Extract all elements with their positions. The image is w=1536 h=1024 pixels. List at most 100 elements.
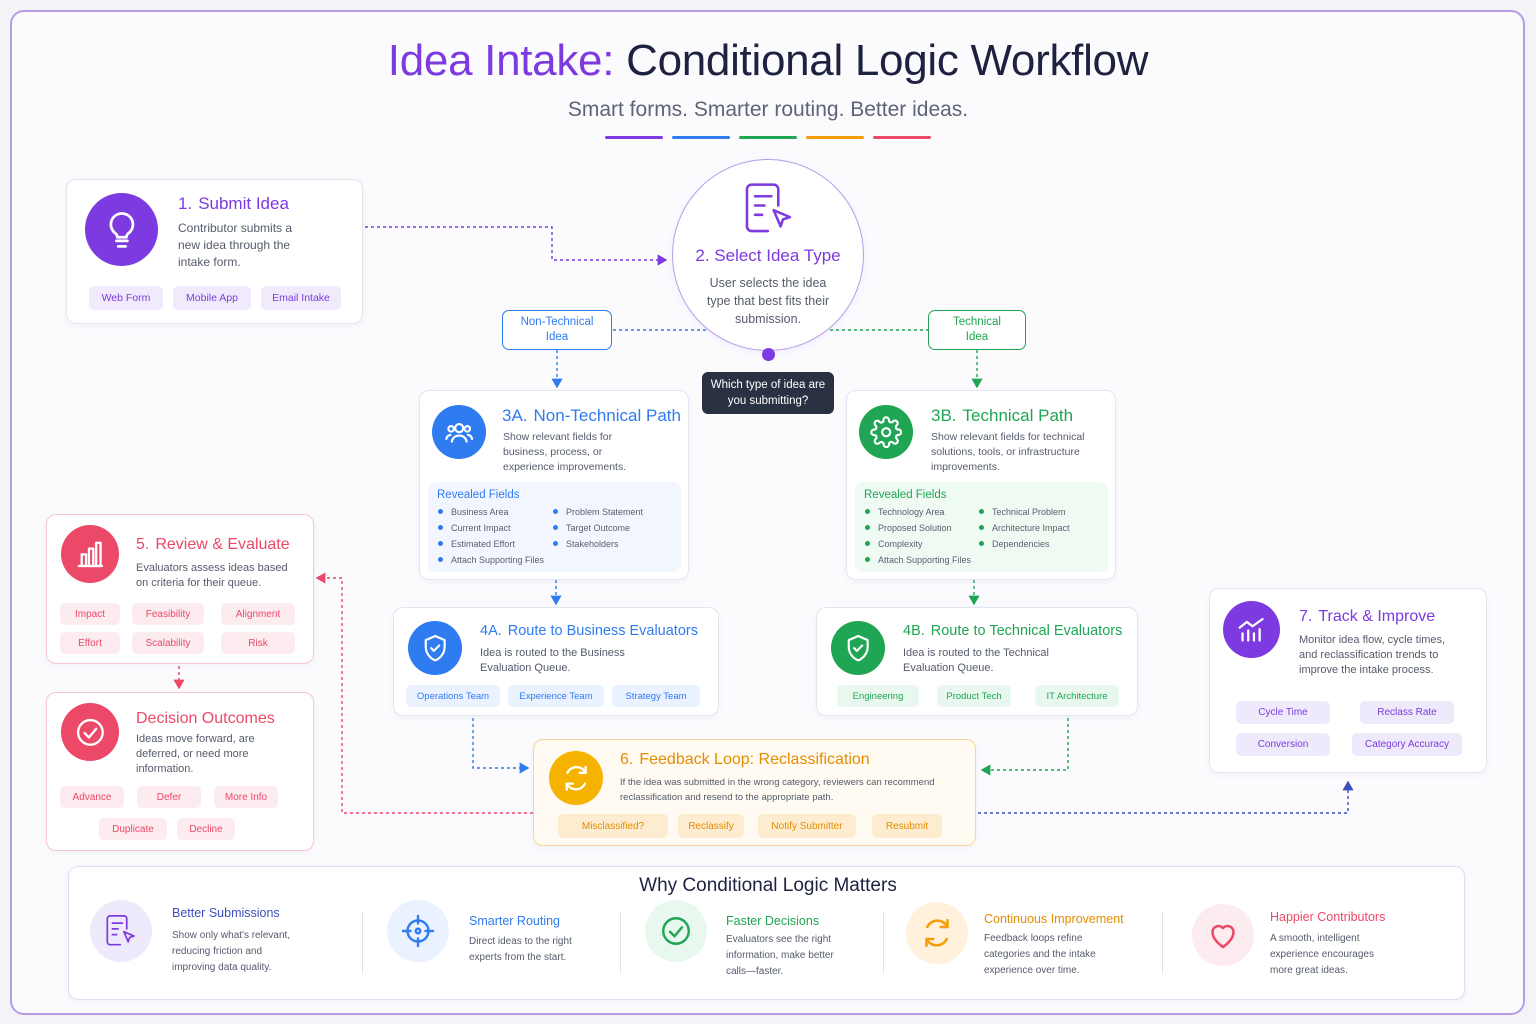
step-5-card: 5.Review & Evaluate Evaluators assess id… <box>46 514 314 664</box>
target-icon <box>387 900 449 962</box>
why-divider <box>362 912 363 974</box>
step-3b-title: 3B.Technical Path <box>931 406 1074 425</box>
chip-strategy-team: Strategy Team <box>612 685 700 707</box>
why-desc: A smooth, intelligent experience encoura… <box>1270 933 1374 976</box>
chip-web-form: Web Form <box>89 286 163 310</box>
chip-email-intake: Email Intake <box>261 286 341 310</box>
step-6-desc: If the idea was submitted in the wrong c… <box>620 777 935 803</box>
why-divider <box>1162 912 1163 974</box>
chip-more-info: More Info <box>214 786 278 808</box>
chip-reclassify: Reclassify <box>678 814 744 838</box>
chip-product-tech: Product Tech <box>937 685 1011 707</box>
chip-conversion: Conversion <box>1236 733 1330 756</box>
revealed-field-item: Complexity <box>865 536 971 552</box>
why-divider <box>620 912 621 974</box>
chip-experience-team: Experience Team <box>508 685 604 707</box>
revealed-field-item: Technology Area <box>865 504 971 520</box>
color-bar-orange <box>806 136 864 139</box>
chip-decline: Decline <box>177 818 235 840</box>
connector-4a-to-6 <box>472 718 530 774</box>
step-1-title: 1.Submit Idea <box>178 194 289 213</box>
step-4a-card: 4A.Route to Business Evaluators Idea is … <box>393 607 719 716</box>
color-bar-green <box>739 136 797 139</box>
step-3a-desc: Show relevant fields for business, proce… <box>503 431 627 473</box>
question-box: Which type of idea are you submitting? <box>702 372 834 414</box>
step-3b-card: 3B.Technical Path Show relevant fields f… <box>846 390 1116 580</box>
step-7-desc: Monitor idea flow, cycle times, and recl… <box>1299 634 1446 676</box>
why-desc: Evaluators see the right information, ma… <box>726 934 834 977</box>
color-bar-pink <box>873 136 931 139</box>
refresh-icon <box>549 751 603 805</box>
step-1-desc: Contributor submits a new idea through t… <box>178 221 293 269</box>
revealed-fields-title: Revealed Fields <box>437 489 520 501</box>
chip-mobile-app: Mobile App <box>173 286 251 310</box>
chip-risk: Risk <box>221 632 295 654</box>
decision-outcomes-title: Decision Outcomes <box>136 710 275 727</box>
step-3a-title: 3A.Non-Technical Path <box>502 406 681 425</box>
check-circle-icon <box>645 900 707 962</box>
step-6-title: 6.Feedback Loop: Reclassification <box>620 751 870 768</box>
decision-outcomes-card: Decision Outcomes Ideas move forward, ar… <box>46 692 314 851</box>
connector-6-to-7 <box>978 780 1354 814</box>
connector-4b-to-6 <box>980 718 1069 776</box>
revealed-field-item: Attach Supporting Files <box>438 552 544 568</box>
why-title: Better Submissions <box>172 906 280 920</box>
revealed-field-item: Proposed Solution <box>865 520 971 536</box>
shield-check-icon <box>408 621 462 675</box>
bar-chart-icon <box>61 525 119 583</box>
chip-resubmit: Resubmit <box>872 814 942 838</box>
step-7-title: 7.Track & Improve <box>1299 608 1436 625</box>
connector-6-to-5 <box>315 572 533 814</box>
trend-chart-icon <box>1223 601 1280 658</box>
connector-submit-to-select <box>365 226 668 266</box>
chip-misclassified: Misclassified? <box>558 814 668 838</box>
step-5-desc: Evaluators assess ideas based on criteri… <box>136 562 288 589</box>
step-5-title: 5.Review & Evaluate <box>136 536 290 553</box>
step-2-circle: 2. Select Idea Type User selects the ide… <box>672 159 864 351</box>
why-desc: Direct ideas to the right experts from t… <box>469 936 572 963</box>
chip-scalability: Scalability <box>132 632 204 654</box>
chip-notify-submitter: Notify Submitter <box>758 814 856 838</box>
revealed-field-item: Business Area <box>438 504 544 520</box>
gear-icon <box>859 405 913 459</box>
why-section-title: Why Conditional Logic Matters <box>639 875 897 896</box>
why-desc: Feedback loops refine categories and the… <box>984 933 1096 976</box>
step-2-title: 2. Select Idea Type <box>695 246 841 265</box>
chip-advance: Advance <box>60 786 124 808</box>
step-4b-title: 4B.Route to Technical Evaluators <box>903 623 1123 639</box>
revealed-field-item: Architecture Impact <box>979 520 1070 536</box>
chip-impact: Impact <box>60 603 120 625</box>
non-technical-idea-tag: Non-Technical Idea <box>502 310 612 350</box>
decision-outcomes-desc: Ideas move forward, are deferred, or nee… <box>136 733 255 775</box>
chip-reclass-rate: Reclass Rate <box>1360 701 1454 724</box>
step-6-card: 6.Feedback Loop: Reclassification If the… <box>533 739 976 846</box>
why-title: Continuous Improvement <box>984 912 1124 926</box>
page-title: Idea Intake: Conditional Logic Workflow <box>387 36 1149 85</box>
shield-check-icon <box>831 621 885 675</box>
chip-defer: Defer <box>137 786 201 808</box>
chip-duplicate: Duplicate <box>99 818 167 840</box>
revealed-field-item: Current Impact <box>438 520 544 536</box>
decision-node <box>762 348 775 361</box>
form-cursor-icon <box>90 900 152 962</box>
chip-alignment: Alignment <box>221 603 295 625</box>
check-circle-icon <box>61 703 119 761</box>
chip-feasibility: Feasibility <box>132 603 204 625</box>
people-icon <box>432 405 486 459</box>
chip-cycle-time: Cycle Time <box>1236 701 1330 724</box>
revealed-field-item: Technical Problem <box>979 504 1070 520</box>
why-title: Happier Contributors <box>1270 910 1386 924</box>
page-subtitle: Smart forms. Smarter routing. Better ide… <box>567 98 969 121</box>
chip-it-architecture: IT Architecture <box>1035 685 1119 707</box>
why-divider <box>883 912 884 974</box>
color-bar-purple <box>605 136 663 139</box>
revealed-field-item: Attach Supporting Files <box>865 552 971 568</box>
step-3b-desc: Show relevant fields for technical solut… <box>931 431 1085 473</box>
lightbulb-icon <box>85 193 158 266</box>
revealed-fields-title: Revealed Fields <box>864 489 947 501</box>
chip-effort: Effort <box>60 632 120 654</box>
heart-icon <box>1192 904 1254 966</box>
